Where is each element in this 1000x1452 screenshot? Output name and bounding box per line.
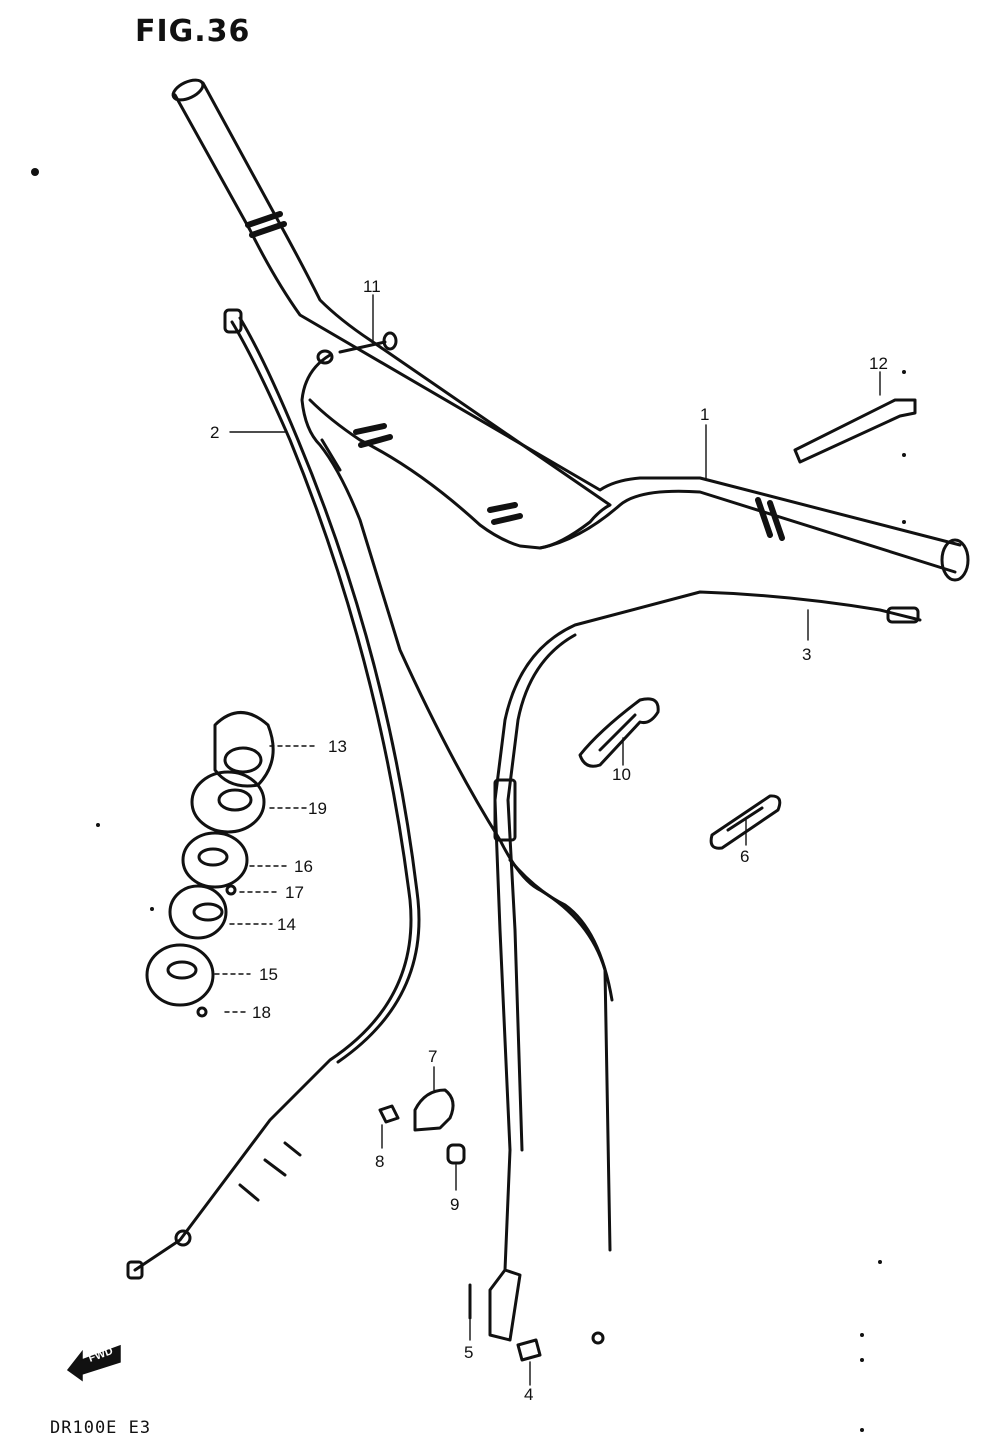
- forward-arrow-icon: FWD: [66, 1344, 121, 1382]
- bolt-11: [338, 331, 398, 354]
- callout-18: 18: [252, 1003, 271, 1022]
- callout-12: 12: [869, 354, 888, 373]
- grommet-stack: [145, 711, 275, 1018]
- callout-labels: 1 2 3 4 5 6 7 8 9 10 11 12 13 14 15 16 1…: [210, 277, 888, 1404]
- callout-17: 17: [285, 883, 304, 902]
- bracket-6: [709, 794, 782, 850]
- throttle-cable: [300, 349, 614, 1345]
- callout-10: 10: [612, 765, 631, 784]
- callout-6: 6: [740, 847, 749, 866]
- callout-11: 11: [363, 277, 381, 296]
- callout-15: 15: [259, 965, 278, 984]
- leader-lines: [214, 294, 881, 1386]
- callout-1: 1: [700, 405, 709, 424]
- cable-end-4-5: [468, 1268, 542, 1362]
- bracket-10: [578, 697, 660, 768]
- callout-14: 14: [277, 915, 296, 934]
- brake-cable: [493, 590, 922, 1272]
- callout-19: 19: [308, 799, 327, 818]
- model-label: DR100E E3: [50, 1418, 152, 1438]
- figure-title: FIG.36: [135, 14, 251, 49]
- callout-8: 8: [375, 1152, 384, 1171]
- handlebar: [171, 78, 970, 582]
- callout-16: 16: [294, 857, 313, 876]
- clamp-7: [378, 1088, 466, 1165]
- clutch-cable: [126, 308, 421, 1280]
- callout-2: 2: [210, 423, 219, 442]
- callout-7: 7: [428, 1047, 437, 1066]
- speckle-dots: [31, 168, 906, 1432]
- callout-9: 9: [450, 1195, 459, 1214]
- callout-4: 4: [524, 1385, 533, 1404]
- callout-3: 3: [802, 645, 811, 664]
- callout-5: 5: [464, 1343, 473, 1362]
- strap-12: [793, 398, 917, 464]
- callout-13: 13: [328, 737, 347, 756]
